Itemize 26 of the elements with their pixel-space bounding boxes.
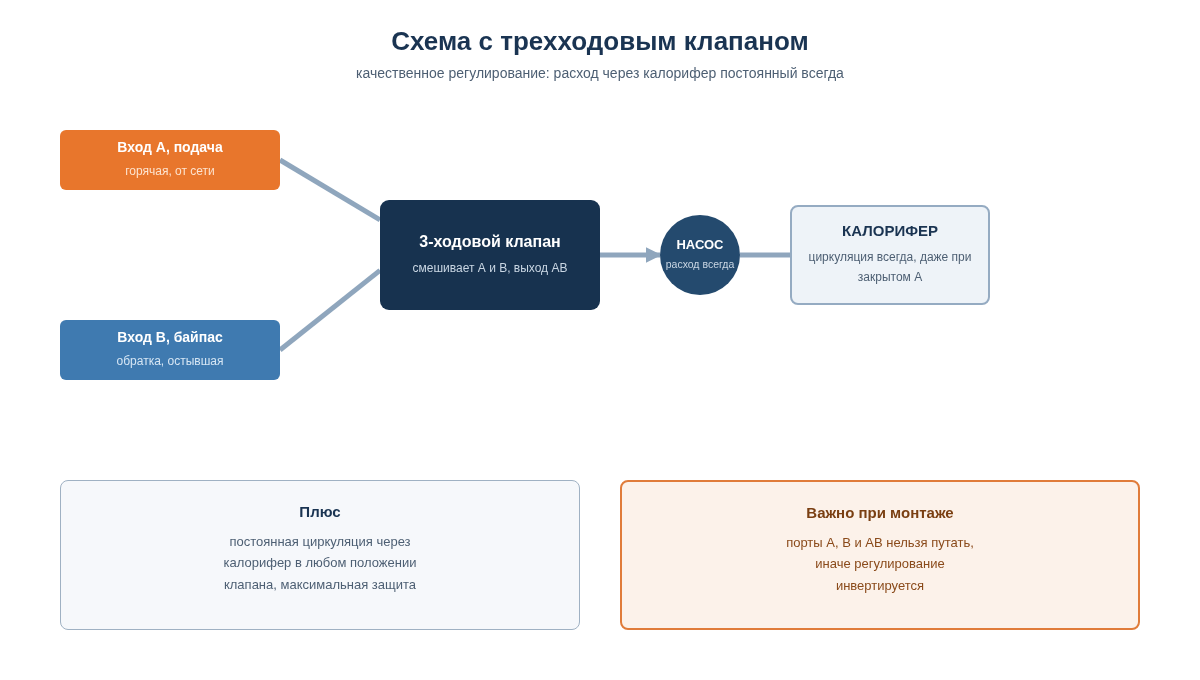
node-description: обратка, остывшая: [116, 352, 224, 370]
heater-box: [790, 205, 990, 305]
diagram-title: Схема с трехходовым клапаном: [390, 26, 810, 57]
node-description: постоянная циркуляция через калорифер в любом положении клапана, максимальная защита: [222, 533, 418, 594]
node-description: порты А, В и АВ нельзя путать, иначе регулирование инвертируется: [785, 534, 975, 595]
node-title: КАЛОРИФЕР: [842, 222, 938, 241]
node-description: циркуляция всегда, даже при закрытом А: [807, 249, 973, 286]
connector-line: [740, 252, 790, 258]
node-title: 3-ходовой клапан: [419, 231, 561, 251]
input-box: [60, 130, 280, 190]
node-title: Вход А, подача: [117, 138, 223, 156]
subtitle: качественное регулирование: расход через калорифер постоянный всегда: [355, 65, 845, 81]
valve-box: [380, 200, 600, 310]
connector-line: [278, 268, 382, 352]
node-title: Важно при монтаже: [806, 504, 954, 522]
connector-line: [278, 157, 382, 222]
node-description: расход всегда: [665, 257, 735, 273]
note-card: [60, 480, 580, 630]
arrow: [600, 247, 662, 263]
node-title: Плюс: [299, 503, 341, 521]
node-description: смешивает А и В, выход АВ: [412, 259, 568, 277]
node-description: горячая, от сети: [125, 162, 215, 180]
node-title: НАСОС: [676, 236, 724, 253]
warning-card: [620, 480, 1140, 630]
node-title: Вход В, байпас: [117, 328, 223, 346]
input-box: [60, 320, 280, 380]
